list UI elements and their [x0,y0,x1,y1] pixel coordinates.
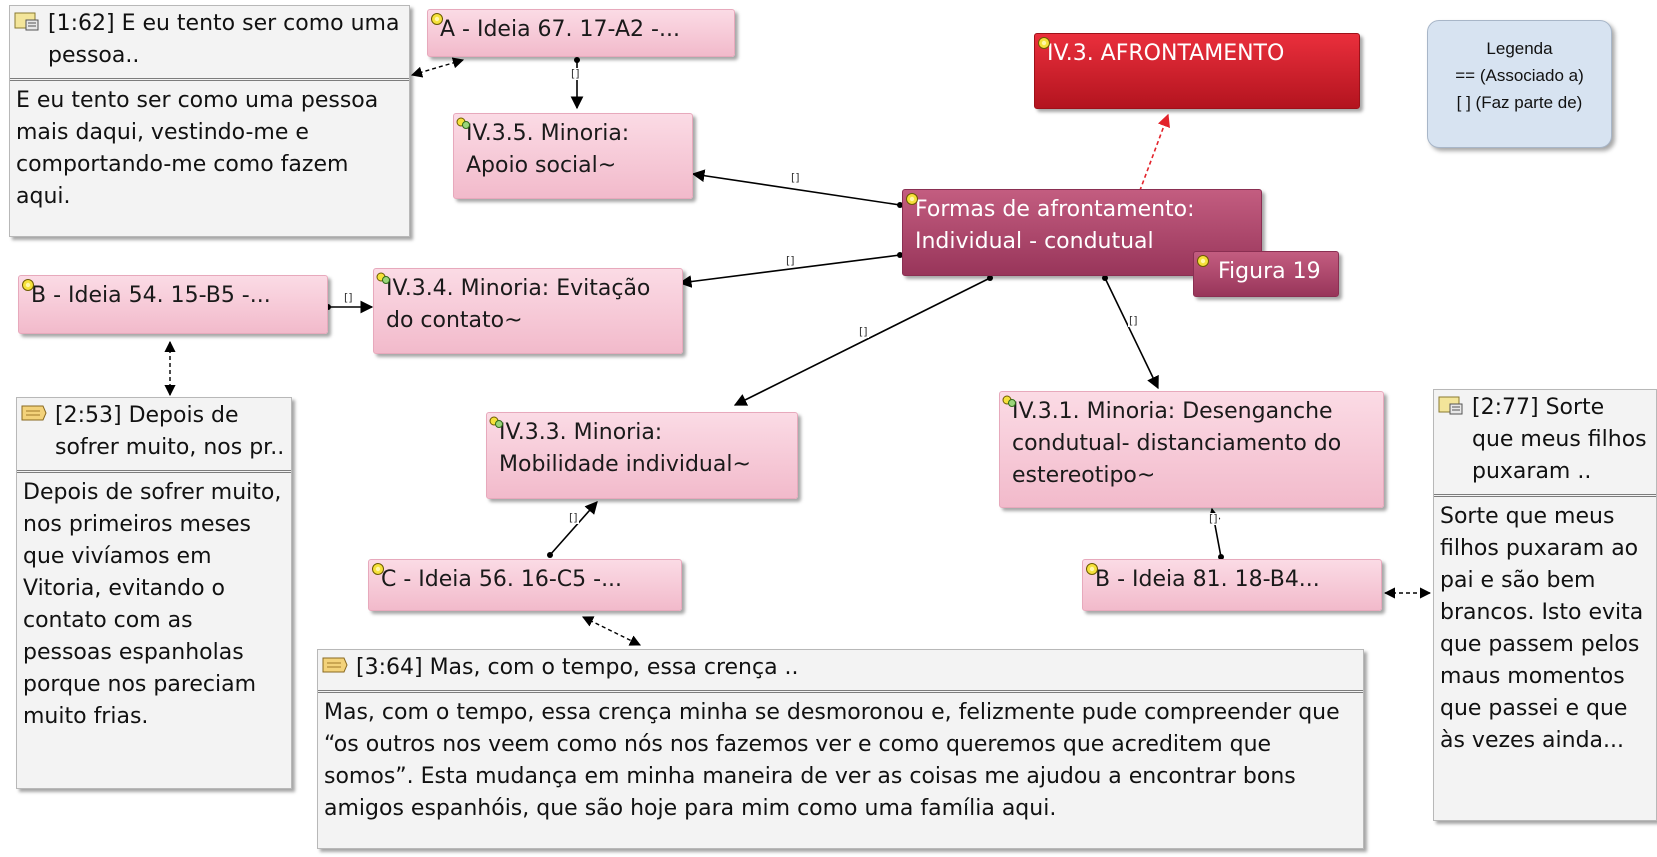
code-mobilidade-individual[interactable]: IV.3.3. Minoria: Mobilidade individual~ [486,412,798,499]
code-label: B - Ideia 54. 15-B5 -... [31,283,271,308]
code-group-icon [1002,395,1016,407]
link-label: [] [570,67,581,80]
code-group-icon [489,416,503,428]
quotation-text: E eu tento ser como uma pessoa mais daqu… [16,88,379,209]
code-label: IV.3.1. Minoria: Desenganche condutual- … [1012,399,1342,488]
link-q364-ideia-c [581,616,642,646]
quotation-doc-icon [1438,396,1463,415]
link-label: [] [568,511,579,524]
link-formas-to-mobilidade [733,277,991,406]
code-ideia-b54[interactable]: B - Ideia 54. 15-B5 -... [18,275,328,334]
code-label: Figura 19 [1218,259,1321,284]
link-label: [] [790,171,801,184]
quotation-icon [21,405,47,421]
quotation-title: [2:53] Depois de sofrer muito, nos pr.. [55,403,285,460]
code-icon [1038,37,1050,49]
link-label: [] [785,254,796,267]
quotation-header: [3:64] Mas, com o tempo, essa crença .. [318,650,1363,693]
code-evitacao-do-contato[interactable]: IV.3.4. Minoria: Evitação do contato~ [373,268,683,354]
link-formas-to-desenganche [1104,277,1159,390]
code-afrontamento[interactable]: IV.3. AFRONTAMENTO [1034,33,1360,109]
code-icon [22,279,34,291]
quotation-1-62[interactable]: [1:62] E eu tento ser como uma pessoa.. … [9,5,410,237]
quotation-title: [1:62] E eu tento ser como uma pessoa.. [48,11,400,68]
link-label: [] [1208,512,1219,525]
legend: Legenda == (Associado a) [ ] (Faz parte … [1427,20,1612,148]
quotation-text: Depois de sofrer muito, nos primeiros me… [23,480,282,729]
code-icon [1197,255,1209,267]
code-label: IV.3. AFRONTAMENTO [1047,41,1285,66]
code-icon [1086,563,1098,575]
link-label: [] [343,291,354,304]
code-label: C - Ideia 56. 16-C5 -... [381,567,623,592]
legend-title: Legenda [1486,39,1553,58]
quotation-title: [3:64] Mas, com o tempo, essa crença .. [356,655,799,680]
code-desenganche-condutual[interactable]: IV.3.1. Minoria: Desenganche condutual- … [999,391,1384,508]
code-label: B - Ideia 81. 18-B4... [1095,567,1320,592]
code-icon [906,193,918,205]
link-q162-ideia-a [410,57,465,78]
code-icon [372,563,384,575]
code-group-icon [376,272,390,284]
code-label: Formas de afrontamento: Individual - con… [915,197,1195,254]
code-group-icon [456,117,470,129]
code-label: A - Ideia 67. 17-A2 -... [440,17,680,42]
quotation-text: Mas, com o tempo, essa crença minha se d… [324,700,1340,821]
code-ideia-a[interactable]: A - Ideia 67. 17-A2 -... [427,9,735,57]
link-ideia-c-to-mobilidade [549,501,598,556]
code-ideia-b81[interactable]: B - Ideia 81. 18-B4... [1082,559,1382,611]
code-label: IV.3.4. Minoria: Evitação do contato~ [386,276,651,333]
legend-part-of: [ ] (Faz parte de) [1456,93,1583,112]
link-label: [] [858,325,869,338]
code-icon [431,13,443,25]
quotation-title: [2:77] Sorte que meus filhos puxaram .. [1472,395,1647,484]
quotation-3-64[interactable]: [3:64] Mas, com o tempo, essa crença .. … [317,649,1364,849]
quotation-header: [1:62] E eu tento ser como uma pessoa.. [10,6,409,81]
quotation-text: Sorte que meus filhos puxaram ao pai e s… [1440,504,1644,753]
code-figura-19[interactable]: Figura 19 [1193,251,1339,297]
quotation-doc-icon [14,12,39,31]
quotation-icon [322,657,348,673]
code-ideia-c[interactable]: C - Ideia 56. 16-C5 -... [368,559,682,611]
quotation-header: [2:77] Sorte que meus filhos puxaram .. [1434,390,1656,497]
link-label: [] [1128,314,1139,327]
legend-association: == (Associado a) [1455,66,1584,85]
quotation-header: [2:53] Depois de sofrer muito, nos pr.. [17,398,291,473]
code-label: IV.3.5. Minoria: Apoio social~ [466,121,630,178]
quotation-2-77[interactable]: [2:77] Sorte que meus filhos puxaram .. … [1433,389,1657,821]
code-label: IV.3.3. Minoria: Mobilidade individual~ [499,420,751,477]
code-apoio-social[interactable]: IV.3.5. Minoria: Apoio social~ [453,113,693,199]
quotation-2-53[interactable]: [2:53] Depois de sofrer muito, nos pr.. … [16,397,292,789]
